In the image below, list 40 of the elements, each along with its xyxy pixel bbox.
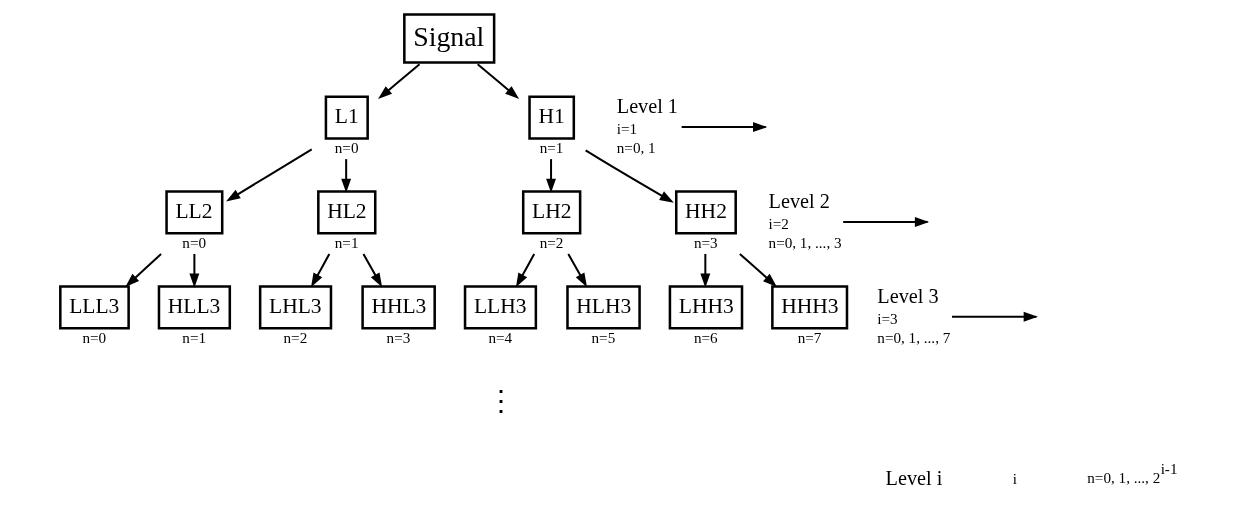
node-label: n=0, 1, ..., 7 bbox=[876, 328, 950, 346]
arrow bbox=[699, 253, 710, 288]
node-label: n=2 bbox=[283, 328, 307, 346]
arrow bbox=[584, 149, 674, 203]
arrow bbox=[362, 253, 382, 288]
arrow bbox=[738, 253, 777, 287]
arrow bbox=[545, 159, 556, 193]
arrow bbox=[515, 253, 535, 288]
arrow bbox=[124, 253, 162, 287]
label: ⋮ bbox=[486, 384, 515, 416]
node-label: n=0, 1, ..., 3 bbox=[768, 234, 842, 252]
node-label: n=0 bbox=[181, 234, 206, 252]
arrow bbox=[225, 148, 312, 202]
node-label: n=1 bbox=[539, 139, 563, 157]
node-label: n=3 bbox=[693, 234, 718, 252]
node-label: n=4 bbox=[487, 328, 512, 346]
node-label: n=0 bbox=[81, 328, 106, 346]
node-label: n=1 bbox=[181, 328, 206, 346]
label: Level i bbox=[885, 466, 942, 489]
node-text: Level 2 bbox=[768, 189, 830, 212]
node-label: i=1 bbox=[616, 120, 637, 138]
arrow bbox=[188, 253, 199, 288]
node-label: i=2 bbox=[768, 215, 789, 233]
node-label: n=0 bbox=[334, 139, 358, 157]
node-label: n=7 bbox=[797, 328, 821, 346]
arrow bbox=[476, 63, 519, 100]
node-label: n=6 bbox=[693, 328, 718, 346]
arrow bbox=[566, 253, 587, 288]
node-text: Level 3 bbox=[876, 284, 939, 307]
arrow bbox=[310, 253, 330, 288]
label: i bbox=[1012, 469, 1017, 487]
node-label: n=1 bbox=[334, 234, 358, 252]
node-label: n=0, 1 bbox=[616, 139, 656, 157]
node-label: n=3 bbox=[386, 328, 410, 346]
node-label: i=3 bbox=[876, 309, 898, 327]
node-label: n=5 bbox=[591, 328, 615, 346]
arrow bbox=[340, 159, 351, 193]
node-label: n=2 bbox=[539, 234, 563, 252]
arrow bbox=[377, 63, 420, 100]
node-text: Level 1 bbox=[616, 94, 678, 117]
